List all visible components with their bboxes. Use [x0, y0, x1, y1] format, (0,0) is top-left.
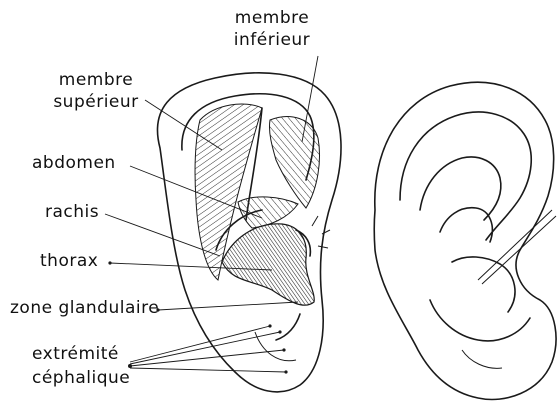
label-membre-superieur-1: membre: [46, 72, 146, 89]
right-ear: [374, 82, 556, 399]
label-thorax: thorax: [40, 253, 98, 270]
left-ear: [157, 73, 341, 392]
label-abdomen: abdomen: [32, 155, 116, 172]
label-rachis: rachis: [45, 204, 99, 221]
label-extremite-2: céphalique: [32, 370, 130, 387]
label-membre-inferieur-2: inférieur: [222, 32, 322, 49]
leader-zone-glandulaire: [158, 302, 298, 310]
label-membre-inferieur-1: membre: [222, 10, 322, 27]
label-extremite-1: extrémité: [32, 346, 119, 363]
label-zone-glandulaire: zone glandulaire: [10, 300, 159, 317]
leader-extremite-cephalique: [130, 326, 286, 372]
label-membre-superieur-2: supérieur: [46, 94, 146, 111]
